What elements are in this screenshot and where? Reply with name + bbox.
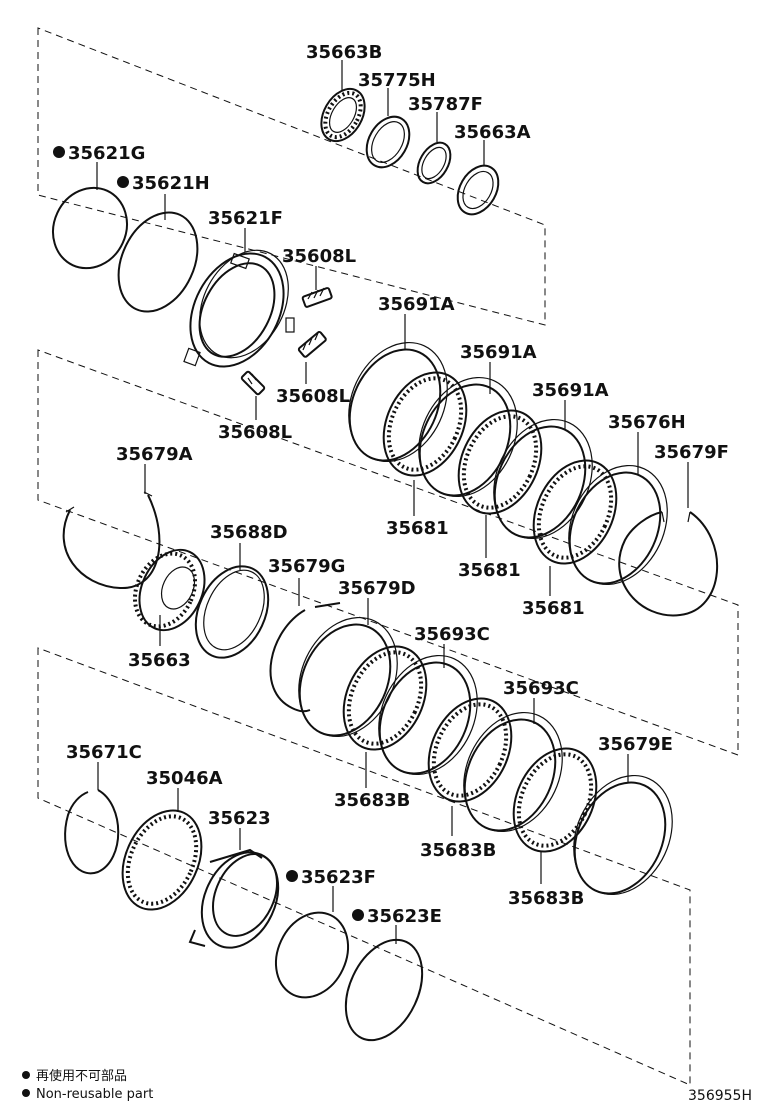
piston-35623[interactable] bbox=[187, 840, 293, 960]
label-35693C-2: 35693C bbox=[503, 678, 579, 699]
label-35775H: 35775H bbox=[358, 70, 436, 91]
label-35621F: 35621F bbox=[208, 208, 283, 229]
label-35621H: 35621H bbox=[132, 173, 210, 194]
legend-marker-1 bbox=[22, 1071, 30, 1079]
group-outline-middle bbox=[37, 349, 739, 756]
snap-ring-35679G[interactable] bbox=[269, 609, 311, 713]
label-35663B: 35663B bbox=[306, 42, 382, 63]
non-reusable-marker-35621G bbox=[53, 146, 65, 158]
label-35623F: 35623F bbox=[301, 867, 376, 888]
non-reusable-marker-35623E bbox=[352, 909, 364, 921]
bearing-35663A[interactable] bbox=[449, 158, 506, 221]
non-reusable-marker-35621H bbox=[117, 176, 129, 188]
label-35623E: 35623E bbox=[367, 906, 442, 927]
snap-ring-35671C[interactable] bbox=[64, 789, 120, 875]
o-ring-35621G[interactable] bbox=[40, 176, 140, 281]
label-35679D: 35679D bbox=[338, 578, 416, 599]
legend-marker-2 bbox=[22, 1089, 30, 1097]
legend-japanese: 再使用不可部品 bbox=[36, 1068, 127, 1084]
legend-english: Non-reusable part bbox=[36, 1087, 153, 1102]
o-ring-35621H[interactable] bbox=[103, 200, 212, 325]
label-35688D: 35688D bbox=[210, 522, 288, 543]
label-35681-2: 35681 bbox=[458, 560, 521, 581]
plate-35679E[interactable] bbox=[555, 759, 691, 910]
plate-35691A-3[interactable] bbox=[475, 403, 611, 554]
legend: 再使用不可部品 Non-reusable part bbox=[22, 1068, 153, 1102]
label-35681-3: 35681 bbox=[522, 598, 585, 619]
diagram-code: 356955H bbox=[688, 1088, 752, 1104]
o-ring-35623F[interactable] bbox=[263, 901, 362, 1009]
plate-35691A-1[interactable] bbox=[330, 326, 466, 477]
plate-35676H[interactable] bbox=[550, 449, 686, 600]
label-35681-1: 35681 bbox=[386, 518, 449, 539]
ring-35688D[interactable] bbox=[182, 555, 282, 670]
labels: 35663B 35775H 35787F 35663A 35621G 35621… bbox=[53, 42, 729, 927]
plate-35046A[interactable] bbox=[107, 798, 216, 923]
disc-35681-1[interactable] bbox=[368, 359, 483, 489]
label-35679G: 35679G bbox=[268, 556, 345, 577]
label-35679F: 35679F bbox=[654, 442, 729, 463]
label-35691A-2: 35691A bbox=[460, 342, 537, 363]
label-35608L-3: 35608L bbox=[218, 422, 292, 443]
spring-35608L-middle[interactable] bbox=[297, 330, 327, 358]
label-35608L-2: 35608L bbox=[276, 386, 350, 407]
spring-35608L-lower[interactable] bbox=[240, 370, 266, 396]
label-35621G: 35621G bbox=[68, 143, 145, 164]
disc-35681-2[interactable] bbox=[443, 397, 558, 527]
disc-35683B-2[interactable] bbox=[413, 685, 528, 815]
race-35787F[interactable] bbox=[411, 137, 457, 189]
race-35775H[interactable] bbox=[358, 109, 418, 175]
label-35679A: 35679A bbox=[116, 444, 193, 465]
piston-35621F[interactable] bbox=[172, 235, 306, 383]
label-35663A: 35663A bbox=[454, 122, 531, 143]
plate-35679D[interactable] bbox=[280, 601, 416, 752]
label-35679E: 35679E bbox=[598, 734, 673, 755]
label-35671C: 35671C bbox=[66, 742, 142, 763]
label-35623: 35623 bbox=[208, 808, 271, 829]
plate-35693C-2[interactable] bbox=[445, 696, 581, 847]
non-reusable-marker-35623F bbox=[286, 870, 298, 882]
label-35683B-3: 35683B bbox=[508, 888, 584, 909]
hub-35663[interactable] bbox=[124, 539, 217, 640]
label-35787F: 35787F bbox=[408, 94, 483, 115]
label-35663: 35663 bbox=[128, 650, 191, 671]
disc-35681-3[interactable] bbox=[518, 447, 633, 577]
plate-35693C-1[interactable] bbox=[360, 639, 496, 790]
o-ring-35623E[interactable] bbox=[331, 928, 437, 1053]
group-outline-top bbox=[37, 27, 546, 326]
spring-35608L-upper[interactable] bbox=[301, 287, 333, 308]
label-35693C-1: 35693C bbox=[414, 624, 490, 645]
snap-ring-35679A[interactable] bbox=[62, 491, 161, 590]
snap-ring-35679F[interactable] bbox=[618, 511, 719, 617]
leader-lines bbox=[96, 60, 689, 944]
label-35691A-1: 35691A bbox=[378, 294, 455, 315]
label-35676H: 35676H bbox=[608, 412, 686, 433]
label-35683B-2: 35683B bbox=[420, 840, 496, 861]
bearing-35663B[interactable] bbox=[313, 81, 374, 148]
label-35608L-1: 35608L bbox=[282, 246, 356, 267]
label-35691A-3: 35691A bbox=[532, 380, 609, 401]
label-35683B-1: 35683B bbox=[334, 790, 410, 811]
disc-35683B-1[interactable] bbox=[328, 633, 443, 763]
label-35046A: 35046A bbox=[146, 768, 223, 789]
group-outline-bottom bbox=[37, 647, 691, 1086]
